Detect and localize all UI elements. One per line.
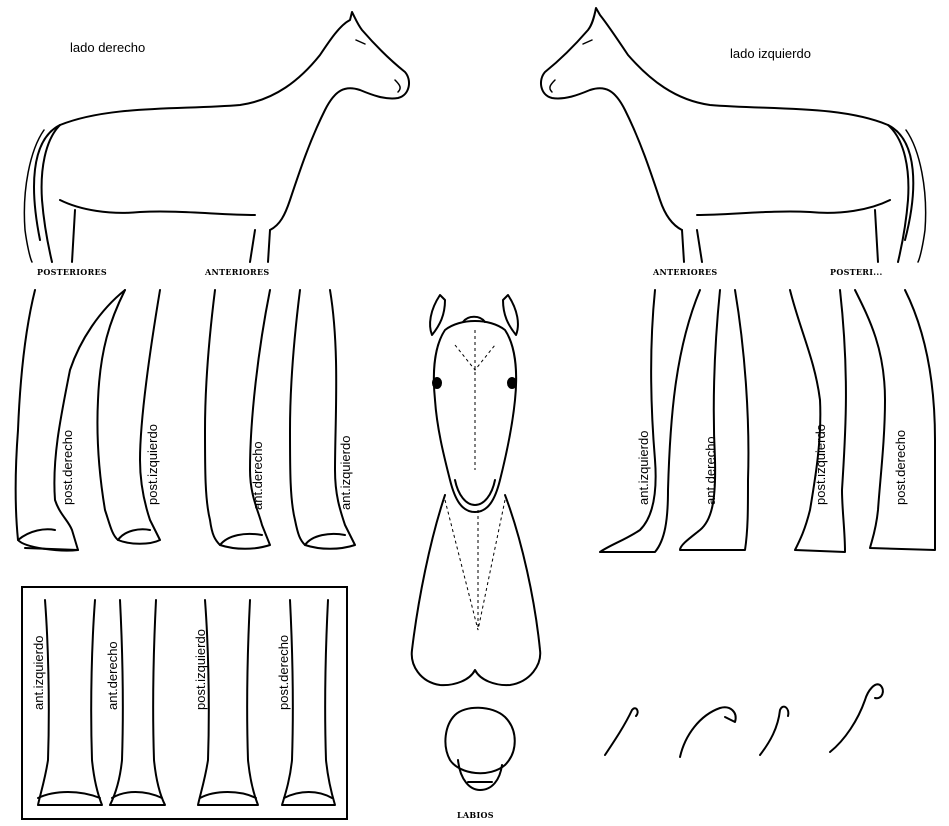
back-leg-label-3: post.izquierdo	[193, 629, 208, 710]
left-side-legs	[600, 290, 935, 552]
left-leg-label-4: post.derecho	[893, 430, 908, 505]
right-leg-label-3: ant.derecho	[250, 441, 265, 510]
back-leg-label-1: ant.izquierdo	[31, 636, 46, 710]
fore-right-header: ANTERIORES	[204, 267, 269, 277]
right-leg-label-1: post.derecho	[60, 430, 75, 505]
right-side-legs	[16, 290, 355, 551]
back-leg-label-4: post.derecho	[276, 635, 291, 710]
hind-right-header: POSTERIORES	[37, 267, 107, 277]
back-view-box	[22, 587, 347, 819]
right-leg-label-2: post.izquierdo	[145, 424, 160, 505]
whorl-marks	[605, 684, 883, 757]
left-leg-label-3: post.izquierdo	[813, 424, 828, 505]
hind-left-header: POSTERI...	[830, 267, 883, 277]
left-side-title: lado izquierdo	[730, 46, 811, 61]
left-leg-label-2: ant.derecho	[703, 436, 718, 505]
right-leg-label-4: ant.izquierdo	[338, 436, 353, 510]
fore-left-header: ANTERIORES	[652, 267, 717, 277]
horse-head-front	[412, 295, 540, 685]
lips-drawing	[445, 708, 514, 790]
right-side-title: lado derecho	[70, 40, 145, 55]
back-leg-label-2: ant.derecho	[105, 641, 120, 710]
lips-label: LABIOS	[457, 810, 494, 820]
left-leg-label-1: ant.izquierdo	[636, 431, 651, 505]
